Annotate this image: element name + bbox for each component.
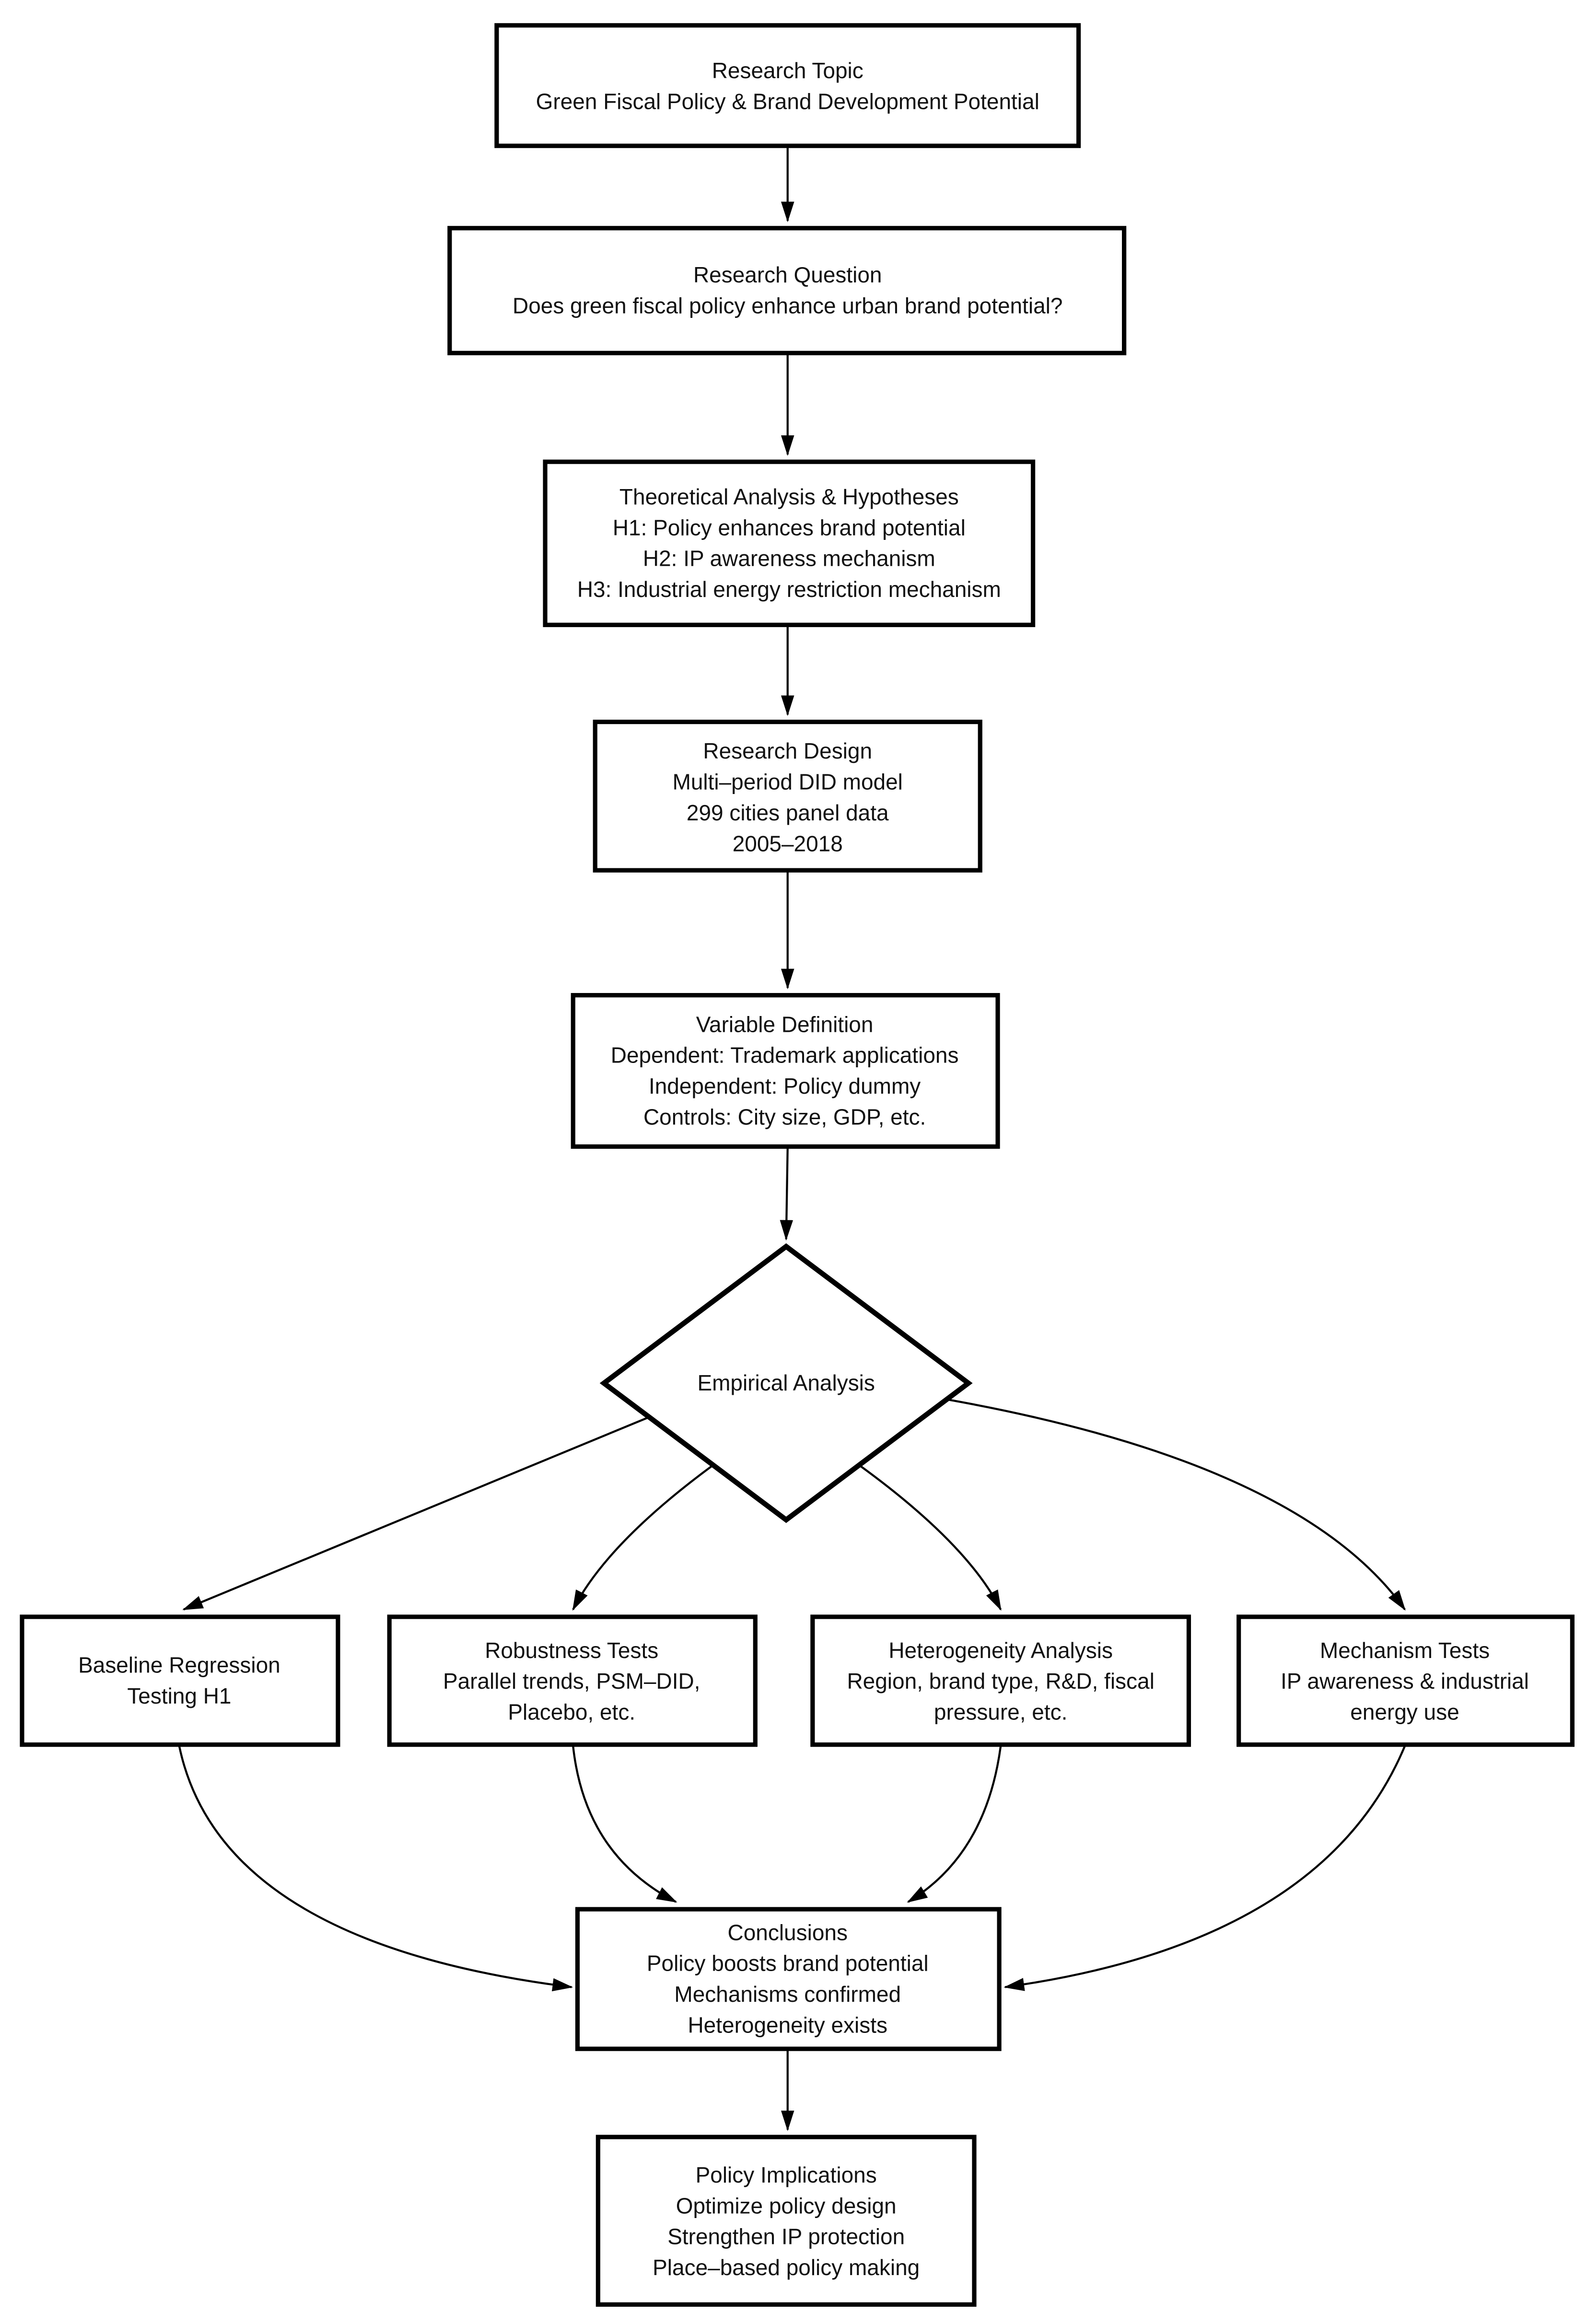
variable-definition-box xyxy=(571,993,1000,1149)
robustness-tests-line: Robustness Tests xyxy=(485,1638,658,1663)
theoretical-analysis-line: H1: Policy enhances brand potential xyxy=(613,515,966,540)
baseline-regression-box xyxy=(20,1614,340,1747)
empirical-analysis-line: Empirical Analysis xyxy=(697,1370,875,1395)
research-design-line: 2005–2018 xyxy=(733,831,843,856)
mechanism-tests-box xyxy=(1237,1614,1575,1747)
variable-definition-line: Independent: Policy dummy xyxy=(649,1074,921,1098)
theoretical-analysis-line: H2: IP awareness mechanism xyxy=(643,546,935,571)
node-robustness-tests: Robustness Tests Parallel trends, PSM–DI… xyxy=(387,1614,758,1747)
research-topic-line: Research Topic xyxy=(712,58,864,83)
conclusions-line: Conclusions xyxy=(728,1920,848,1945)
policy-implications-line: Strengthen IP protection xyxy=(667,2224,905,2249)
research-question-line: Does green fiscal policy enhance urban b… xyxy=(513,293,1062,318)
policy-implications-line: Policy Implications xyxy=(696,2162,877,2187)
node-mechanism-tests: Mechanism Tests IP awareness & industria… xyxy=(1237,1614,1575,1747)
empirical-analysis-diamond xyxy=(599,1243,973,1523)
heterogeneity-analysis-line: Region, brand type, R&D, fiscal xyxy=(847,1669,1154,1693)
heterogeneity-analysis-line: Heterogeneity Analysis xyxy=(888,1638,1113,1663)
conclusions-box xyxy=(575,1907,1002,2051)
edge-empirical-to-mechanism xyxy=(946,1398,1406,1611)
research-design-line: Multi–period DID model xyxy=(673,770,903,794)
conclusions-line: Heterogeneity exists xyxy=(688,2012,887,2037)
research-topic-box xyxy=(494,23,1081,148)
heterogeneity-analysis-line: pressure, etc. xyxy=(934,1700,1067,1725)
conclusions-line: Policy boosts brand potential xyxy=(647,1951,929,1976)
baseline-regression-line: Baseline Regression xyxy=(78,1653,280,1678)
robustness-tests-line: Parallel trends, PSM–DID, xyxy=(443,1669,700,1693)
node-conclusions: Conclusions Policy boosts brand potentia… xyxy=(575,1907,1002,2051)
edge-robustness-to-conclusions xyxy=(572,1746,677,1903)
research-topic-line: Green Fiscal Policy & Brand Development … xyxy=(536,89,1039,114)
node-research-topic: Research Topic Green Fiscal Policy & Bra… xyxy=(494,23,1081,148)
theoretical-analysis-box xyxy=(543,459,1036,627)
node-policy-implications: Policy Implications Optimize policy desi… xyxy=(595,2135,977,2307)
variable-definition-line: Dependent: Trademark applications xyxy=(611,1043,959,1068)
node-theoretical-analysis: Theoretical Analysis & Hypotheses H1: Po… xyxy=(543,459,1036,627)
node-research-question: Research Question Does green fiscal poli… xyxy=(447,226,1127,355)
edge-empirical-to-baseline xyxy=(182,1416,650,1611)
edge-empirical-to-robustness xyxy=(572,1464,713,1611)
node-variable-definition: Variable Definition Dependent: Trademark… xyxy=(571,993,1000,1149)
node-research-design: Research Design Multi–period DID model 2… xyxy=(593,719,982,873)
research-design-line: Research Design xyxy=(703,738,872,763)
mechanism-tests-line: IP awareness & industrial xyxy=(1281,1669,1529,1693)
node-heterogeneity-analysis: Heterogeneity Analysis Region, brand typ… xyxy=(810,1614,1191,1747)
robustness-tests-line: Placebo, etc. xyxy=(508,1700,635,1725)
heterogeneity-analysis-box xyxy=(810,1614,1191,1747)
variable-definition-line: Variable Definition xyxy=(696,1012,874,1037)
policy-implications-box xyxy=(595,2135,977,2307)
policy-implications-line: Optimize policy design xyxy=(676,2193,897,2218)
robustness-tests-box xyxy=(387,1614,758,1747)
research-question-line: Research Question xyxy=(693,262,882,287)
research-design-box xyxy=(593,719,982,873)
variable-definition-line: Controls: City size, GDP, etc. xyxy=(643,1104,926,1129)
research-design-line: 299 cities panel data xyxy=(687,800,889,825)
node-baseline-regression: Baseline Regression Testing H1 xyxy=(20,1614,340,1747)
mechanism-tests-line: energy use xyxy=(1350,1700,1459,1725)
edge-mechanism-to-conclusions xyxy=(1004,1745,1406,1991)
research-question-box xyxy=(447,226,1127,355)
mechanism-tests-line: Mechanism Tests xyxy=(1320,1638,1490,1663)
edge-variables-to-empirical xyxy=(780,1148,794,1241)
policy-implications-line: Place–based policy making xyxy=(653,2255,920,2280)
baseline-regression-line: Testing H1 xyxy=(127,1683,231,1708)
theoretical-analysis-line: Theoretical Analysis & Hypotheses xyxy=(619,484,959,509)
theoretical-analysis-line: H3: Industrial energy restriction mechan… xyxy=(577,577,1001,602)
edge-empirical-to-heterogeneity xyxy=(859,1464,1002,1611)
edge-heterogeneity-to-conclusions xyxy=(907,1746,1002,1903)
node-empirical-analysis: Empirical Analysis xyxy=(599,1243,973,1523)
edge-baseline-to-conclusions xyxy=(178,1746,573,1992)
conclusions-line: Mechanisms confirmed xyxy=(674,1982,901,2007)
edges xyxy=(178,147,1406,2131)
